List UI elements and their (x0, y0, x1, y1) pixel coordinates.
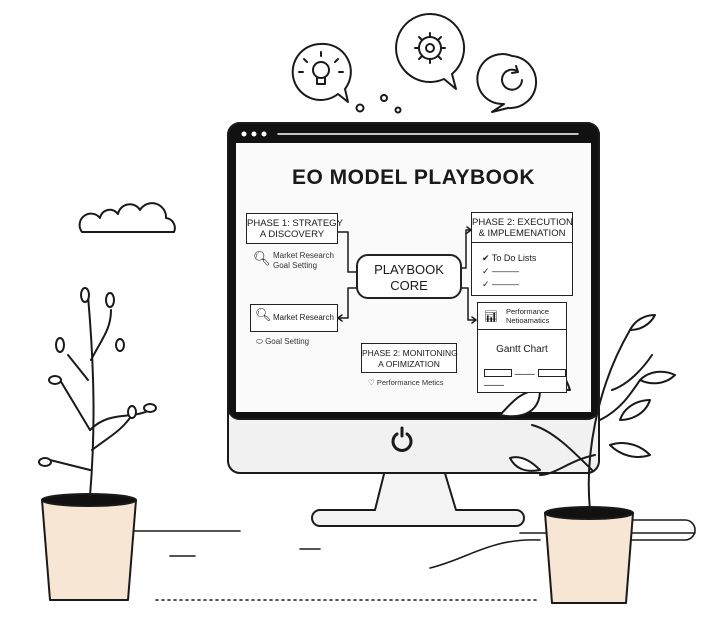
metrics-row: ♡ Performance Metics (368, 378, 444, 388)
bar-chart-icon: 📊︎ (484, 311, 498, 323)
performance-metrics-label: Performance Metics (376, 378, 444, 387)
core-line2: CORE (390, 278, 428, 293)
phase1-item: Goal Setting (273, 261, 318, 270)
goal-setting-row: ⬭ Goal Setting (256, 337, 309, 347)
gear-bubble-icon (395, 12, 466, 90)
phase1-title-line2: A DISCOVERY (259, 229, 325, 240)
phase1-items: Market Research Goal Setting (273, 251, 334, 271)
core-line1: PLAYBOOK (374, 262, 444, 277)
cloud-icon (78, 202, 176, 233)
gantt-bars: —— —— (484, 363, 566, 391)
playbook-core-node: PLAYBOOK CORE (356, 254, 462, 299)
goal-icon: ⬭ (256, 337, 263, 346)
market-research-label: Market Research (273, 313, 334, 322)
gantt-chart-box: Gantt Chart —— —— (477, 329, 567, 393)
phase1-item: Market Research (273, 251, 334, 260)
phase2-execution-header: PHASE 2: EXECUTION & IMPLEMENATION (471, 212, 573, 243)
goal-setting-label: Goal Setting (265, 337, 310, 346)
power-logo-icon (391, 426, 413, 452)
phase2-exec-line1: PHASE 2: EXECUTION (472, 217, 573, 228)
heart-chart-icon: ♡ (368, 378, 375, 387)
phase2-monitoring-box: PHASE 2: MONITONING A OFIMIZATION (361, 343, 458, 373)
phase1-box: PHASE 1: STRATEGY A DISCOVERY (246, 213, 343, 244)
performance-box: Performance Netioamatics (477, 302, 567, 330)
check-icon: ✓ (482, 279, 490, 289)
search-icon: 🔍︎ (253, 250, 271, 266)
refresh-bubble-icon (476, 53, 537, 113)
phase2-exec-line2: & IMPLEMENATION (478, 228, 566, 239)
playbook-title: EO MODEL PLAYBOOK (291, 166, 536, 189)
search-icon: 🔍︎ (255, 307, 272, 322)
market-research-box: Market Research (250, 304, 338, 332)
gantt-title: Gantt Chart (496, 344, 548, 355)
performance-line2: Netioamatics (506, 316, 550, 325)
check-icon: ✔ (482, 253, 490, 263)
todo-list-box: ✔ To Do Lists ✓ ——— ✓ ——— (471, 242, 573, 296)
phase2-mon-line1: PHASE 2: MONITONING (362, 348, 458, 358)
check-icon: ✓ (482, 266, 490, 276)
phase2-mon-line2: A OFIMIZATION (378, 359, 440, 369)
performance-line1: Performance (506, 307, 549, 316)
todo-label: To Do Lists (491, 253, 537, 263)
phase1-title-line1: PHASE 1: STRATEGY (247, 218, 343, 229)
lightbulb-bubble-icon (291, 42, 352, 103)
